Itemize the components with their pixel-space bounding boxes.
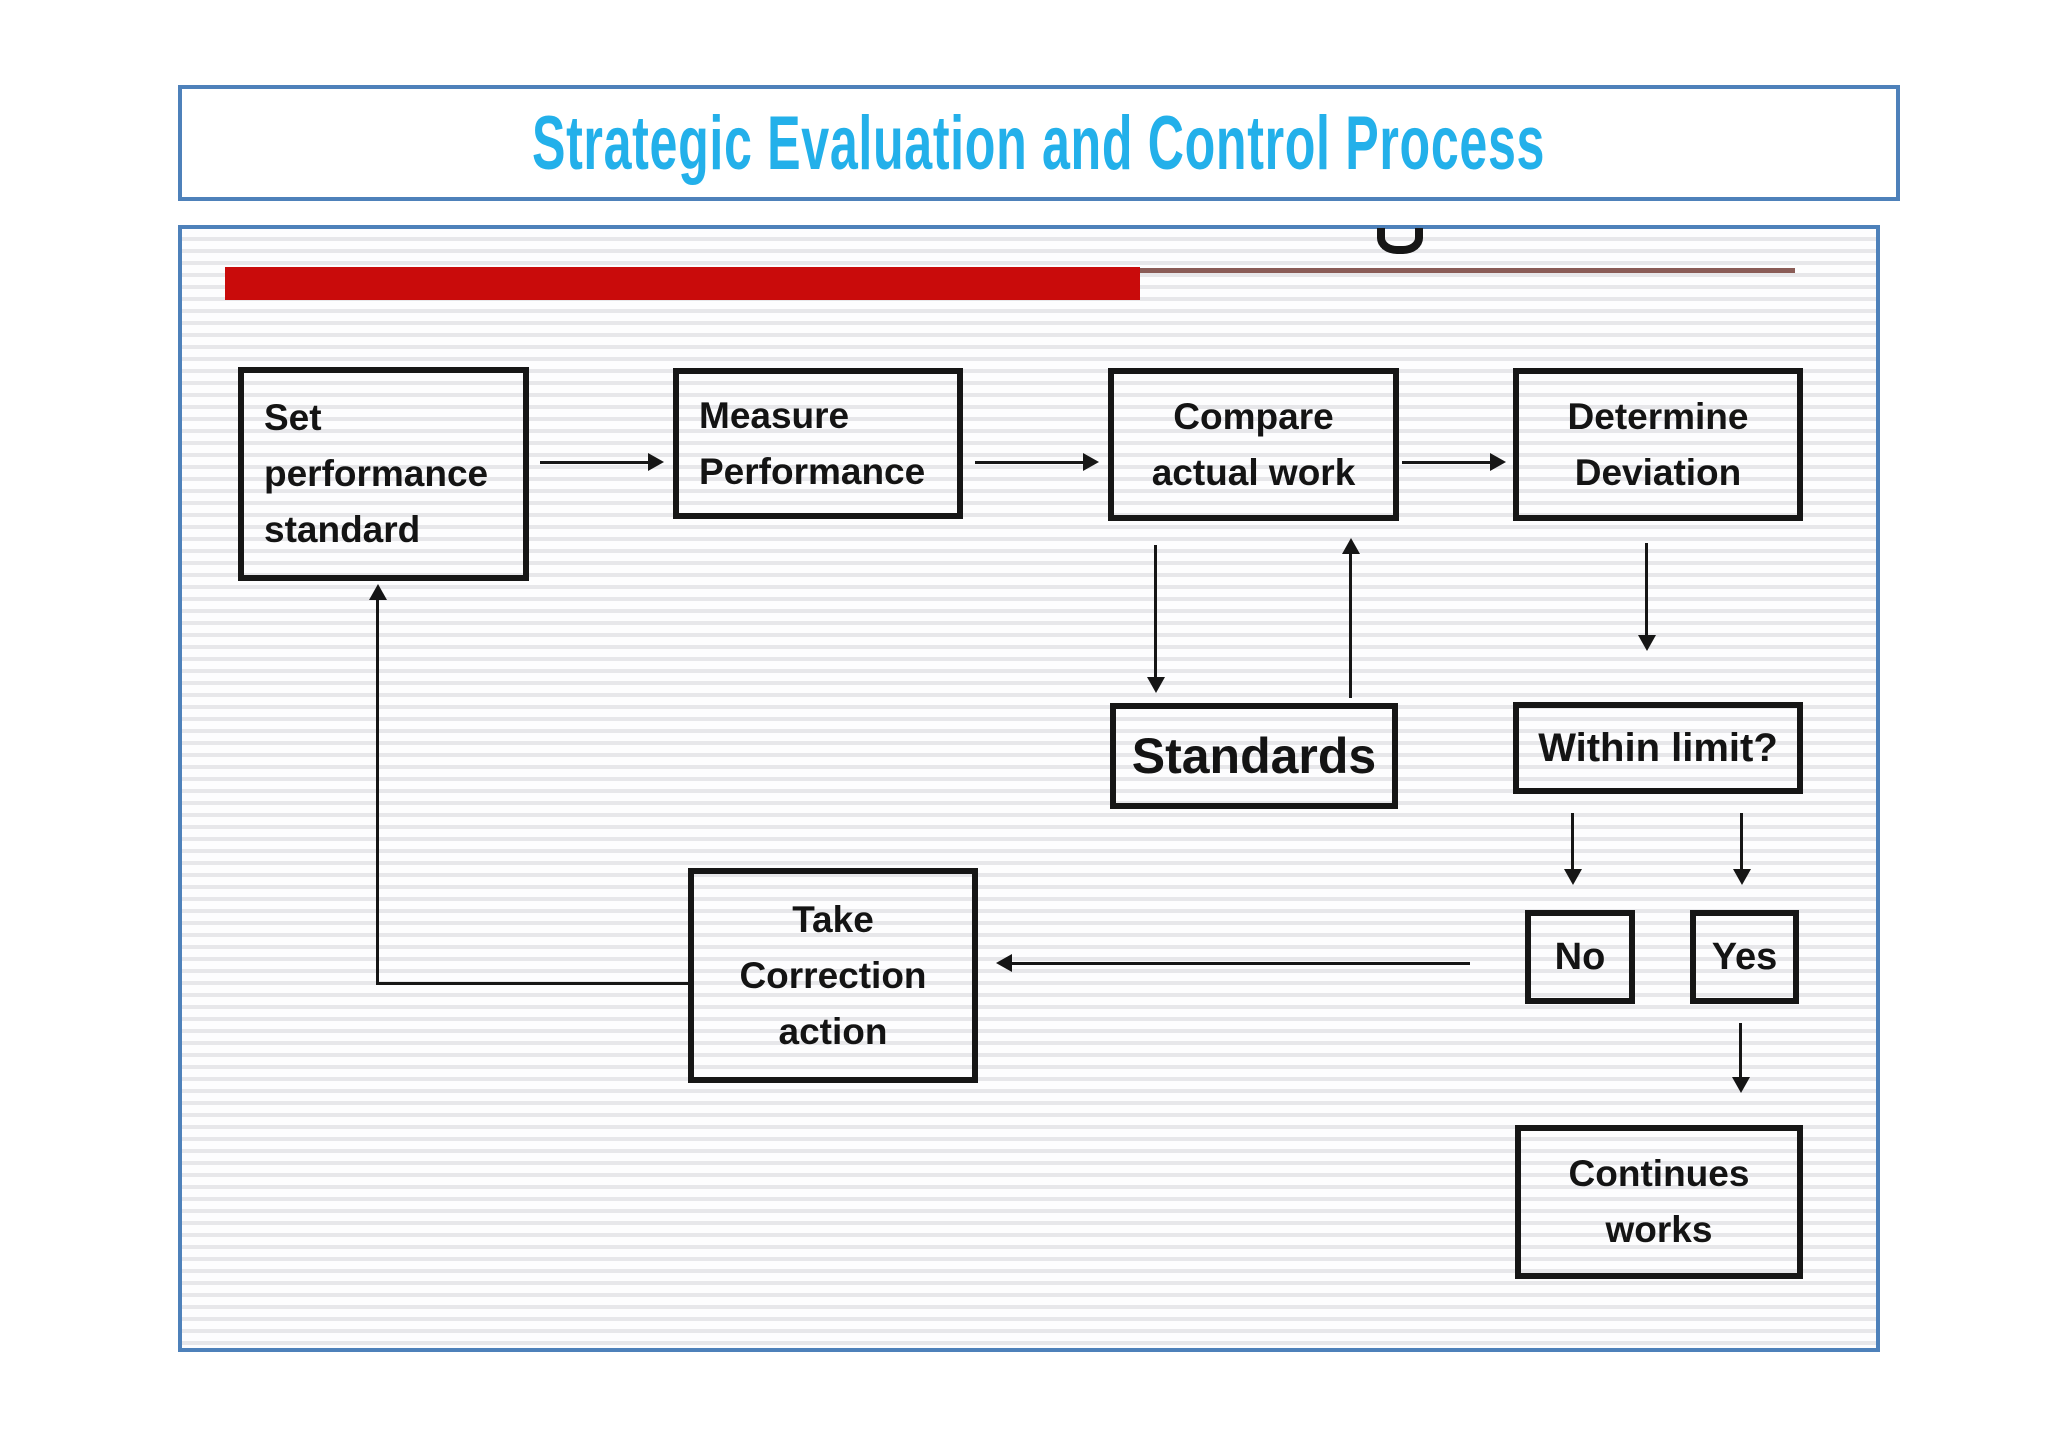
node-set-performance-standard: Set performance standard [238,367,529,581]
page-title: Strategic Evaluation and Control Process [532,100,1546,186]
node-compare-actual-work: Compare actual work [1108,368,1399,521]
edge-determine-to-within [1645,543,1648,637]
node-standards: Standards [1110,703,1398,809]
edge-take-correction-feedback-vertical [376,598,379,985]
thin-accent-rule [1140,268,1795,273]
arrowhead-within-to-no [1564,869,1582,885]
node-label-line: Within limit? [1538,726,1778,770]
edge-measure-to-compare [975,461,1087,464]
node-label-line: No [1554,936,1606,978]
node-determine-deviation: Determine Deviation [1513,368,1803,521]
edge-within-to-no [1571,813,1574,871]
node-label-line: Compare [1173,395,1334,437]
arrowhead-no-to-take-correction [996,954,1012,972]
arrowhead-within-to-yes [1733,869,1751,885]
node-label-line: Yes [1711,936,1778,978]
arrowhead-yes-to-continues [1732,1077,1750,1093]
arrowhead-feedback-to-set [369,584,387,600]
node-measure-performance: Measure Performance [673,368,963,519]
title-banner: Strategic Evaluation and Control Process [178,85,1900,201]
node-label-line: Deviation [1574,451,1742,493]
edge-within-to-yes [1740,813,1743,871]
node-label-line: Determine [1567,395,1749,437]
node-label-line: works [1605,1209,1713,1250]
node-label-line: performance [264,453,489,494]
edge-set-to-measure [540,461,652,464]
node-yes: Yes [1690,910,1799,1004]
node-label-line: Standards [1131,728,1377,784]
node-label-line: Measure [699,394,850,436]
edge-compare-to-determine [1402,461,1494,464]
arrowhead-determine-to-within [1638,635,1656,651]
clipped-g-glyph [1377,228,1423,254]
node-label-line: Take [792,898,874,940]
node-label-line: standard [264,509,421,550]
arrowhead-compare-to-standards [1147,677,1165,693]
node-label-line: Set [264,397,322,438]
edge-take-correction-feedback-horizontal [378,982,688,985]
edge-compare-to-standards [1154,545,1157,679]
node-label-line: Correction [739,954,927,996]
arrowhead-compare-to-determine [1490,453,1506,471]
node-within-limit: Within limit? [1513,702,1803,794]
arrowhead-measure-to-compare [1083,453,1099,471]
edge-standards-to-compare [1349,552,1352,698]
arrowhead-standards-to-compare [1342,538,1360,554]
edge-no-to-take-correction [1012,962,1470,965]
node-take-correction-action: Take Correction action [688,868,978,1083]
node-label-line: actual work [1151,451,1356,493]
edge-yes-to-continues [1739,1023,1742,1079]
node-label-line: Performance [699,450,926,492]
node-label-line: Continues [1568,1153,1750,1194]
node-label-line: action [778,1010,888,1052]
node-continues-works: Continues works [1515,1125,1803,1279]
red-accent-bar [225,267,1140,300]
arrowhead-set-to-measure [648,453,664,471]
node-no: No [1525,910,1635,1004]
